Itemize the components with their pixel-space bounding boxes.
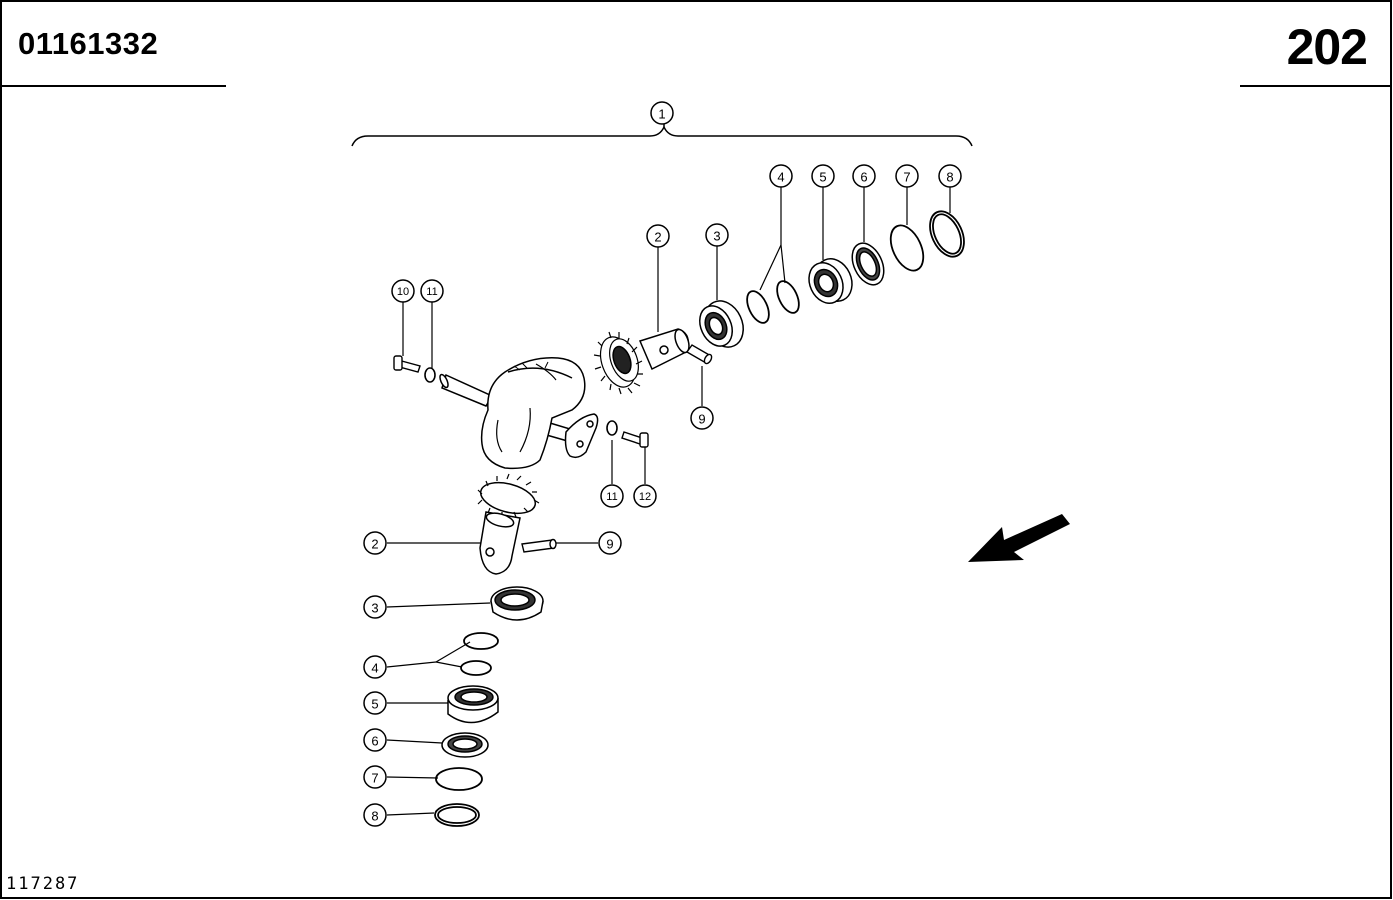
callout-9-upper	[690, 406, 714, 430]
callout-8-upper	[938, 164, 962, 188]
screw-10	[393, 355, 421, 373]
seal-upper	[851, 242, 885, 286]
callout-8-lower	[363, 803, 387, 827]
bearing-3-lower	[490, 586, 544, 621]
screw-12	[621, 431, 649, 448]
callout-4-lower-label: 4	[371, 661, 378, 676]
assembly-bracket	[351, 124, 973, 147]
part-number: 01161332	[18, 26, 159, 61]
callout-4-upper	[769, 164, 793, 188]
callout-8-lower-label: 8	[371, 809, 378, 824]
callout-9-lower-label: 9	[606, 537, 613, 552]
circlips-lower	[460, 632, 499, 676]
washer-11-right	[606, 420, 618, 436]
seal-6-lower	[441, 732, 489, 758]
callout-5-upper-label: 5	[819, 170, 826, 185]
page-number: 202	[1286, 19, 1368, 75]
callout-3-lower-label: 3	[371, 601, 378, 616]
callout-2-lower-label: 2	[371, 537, 378, 552]
leader-lines	[386, 187, 951, 816]
callout-2-upper	[646, 224, 670, 248]
callout-2-upper-label: 2	[654, 230, 661, 245]
callout-2-lower	[363, 531, 387, 555]
callout-5-lower-label: 5	[371, 697, 378, 712]
bearing-5-lower	[447, 685, 499, 724]
callout-9-upper-label: 9	[698, 412, 705, 427]
callout-6-lower-label: 6	[371, 734, 378, 749]
callout-1	[650, 101, 674, 125]
callout-7-lower-label: 7	[371, 771, 378, 786]
rings-lower	[434, 767, 483, 827]
callout-3-upper-label: 3	[713, 229, 720, 244]
callout-5-upper	[811, 164, 835, 188]
angle-housing	[439, 357, 599, 470]
rings-upper	[889, 210, 965, 272]
bevel-gear-upper	[593, 328, 690, 395]
arrow-icon	[968, 514, 1070, 562]
callout-7-upper	[895, 164, 919, 188]
callout-3-upper	[705, 223, 729, 247]
callout-4-upper-label: 4	[777, 170, 784, 185]
callout-11-right	[600, 484, 624, 508]
callout-8-upper-label: 8	[946, 170, 953, 185]
callout-10	[391, 279, 415, 303]
washer-11-left	[424, 367, 436, 383]
pin-lower	[521, 538, 557, 553]
callout-11-left	[420, 279, 444, 303]
bearing-5-upper	[808, 258, 853, 304]
callout-7-lower	[363, 765, 387, 789]
callout-9-lower	[598, 531, 622, 555]
callout-4-lower	[363, 655, 387, 679]
pin-upper	[685, 344, 713, 365]
callout-6-upper	[852, 164, 876, 188]
callout-11-right-label: 11	[606, 491, 617, 503]
callout-1-label: 1	[658, 107, 665, 122]
callout-6-upper-label: 6	[860, 170, 867, 185]
bevel-gear-lower	[477, 473, 540, 575]
bearing-upper	[699, 300, 744, 348]
callout-6-lower	[363, 728, 387, 752]
callout-12	[633, 484, 657, 508]
callout-5-lower	[363, 691, 387, 715]
callouts	[363, 101, 962, 827]
callout-3-lower	[363, 595, 387, 619]
callout-11-left-label: 11	[426, 286, 437, 298]
circlips-upper	[746, 280, 800, 324]
callout-10-label: 10	[397, 286, 409, 298]
callout-12-label: 12	[639, 491, 651, 503]
drawing-id: 117287	[6, 874, 80, 894]
callout-7-upper-label: 7	[903, 170, 910, 185]
